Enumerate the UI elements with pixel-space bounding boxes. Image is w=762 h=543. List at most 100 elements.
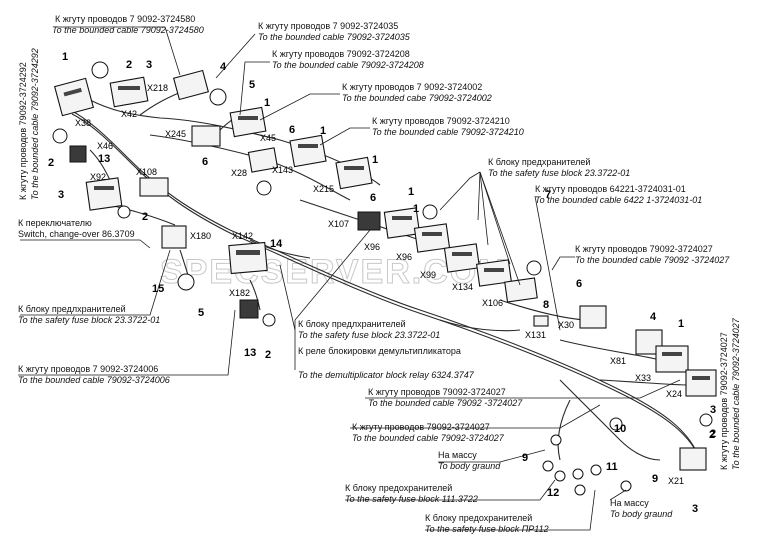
connector-label-x218: X218 bbox=[147, 83, 168, 93]
callout-13-en: To the bounded cable 79092-3724006 bbox=[18, 375, 170, 385]
connector-label-x134: X134 bbox=[452, 282, 473, 292]
number-2c: 2 bbox=[142, 211, 148, 223]
connector-label-x96a: X96 bbox=[364, 242, 380, 252]
callout-6-en: To the safety fuse block 23.3722-01 bbox=[488, 168, 630, 178]
number-2b: 2 bbox=[48, 157, 54, 169]
connector-x28 bbox=[247, 147, 279, 173]
number-4b: 4 bbox=[650, 311, 657, 323]
connector-x92 bbox=[85, 177, 123, 211]
vertical-left-ru: К жгуту проводов 79092-3724292 bbox=[18, 62, 28, 200]
number-12: 12 bbox=[547, 487, 559, 499]
connector-x106b bbox=[504, 277, 538, 303]
connector-label-x215: X215 bbox=[313, 184, 334, 194]
number-15: 15 bbox=[152, 283, 164, 295]
vertical-right-en: To the bounded cable 79092-3724027 bbox=[731, 317, 741, 470]
number-7a: 7 bbox=[545, 189, 551, 201]
callout-8-ru: К жгуту проводов 79092-3724027 bbox=[575, 244, 713, 254]
connector-label-x92: X92 bbox=[90, 172, 106, 182]
connector-label-x245: X245 bbox=[165, 129, 186, 139]
callout-15-ru: К жгуту проводов 79092-3724027 bbox=[352, 422, 490, 432]
callout-14-ru: К жгуту проводов 79092-3724027 bbox=[368, 387, 506, 397]
connector-label-x28: X28 bbox=[231, 168, 247, 178]
number-5a: 5 bbox=[249, 79, 255, 91]
number-8: 8 bbox=[543, 299, 549, 311]
callout-7-en: To the bounded cable 6422 1-3724031-01 bbox=[535, 195, 702, 205]
connector-x131 bbox=[533, 315, 549, 327]
connector-label-x108: X108 bbox=[136, 167, 157, 177]
connector-label-x42: X42 bbox=[121, 109, 137, 119]
number-2e: 2 bbox=[710, 428, 716, 440]
connector-x30 bbox=[579, 305, 607, 329]
connector-label-x33: X33 bbox=[635, 373, 651, 383]
number-1e: 1 bbox=[408, 186, 414, 198]
connector-x108 bbox=[139, 177, 169, 197]
connector-label-x143: X143 bbox=[272, 165, 293, 175]
callout-18-en: To the safety fuse block ПР112 bbox=[425, 524, 549, 534]
callout-17-en: To the safety fuse block 111.3722 bbox=[345, 494, 478, 504]
callout-16-ru: На массу bbox=[438, 450, 477, 460]
number-3a: 3 bbox=[146, 59, 152, 71]
callout-8-en: To the bounded cable 79092 -3724027 bbox=[575, 255, 730, 265]
number-6d: 6 bbox=[576, 278, 582, 290]
callout-6-ru: К блоку предхранителей bbox=[488, 157, 590, 167]
connector-label-x30: X30 bbox=[558, 320, 574, 330]
callout-16-en: To body graund bbox=[438, 461, 501, 471]
callout-3-en: To the bounded cable 79092-3724208 bbox=[272, 60, 424, 70]
connector-x96 bbox=[383, 207, 421, 239]
vertical-left-en: To the bounded cable 79092-3724292 bbox=[30, 48, 40, 200]
callout-1-ru: К жгуту проводов 7 9092-3724580 bbox=[55, 14, 195, 24]
connector-x33 bbox=[655, 345, 689, 373]
callout-10-en: To the safety fuse block 23.3722-01 bbox=[18, 315, 160, 325]
connector-label-x107: X107 bbox=[328, 219, 349, 229]
number-3b: 3 bbox=[58, 189, 64, 201]
connector-label-x180: X180 bbox=[190, 231, 211, 241]
callout-4-en: To the bounded cabe 79092-3724002 bbox=[342, 93, 492, 103]
number-2d: 2 bbox=[265, 349, 271, 361]
connector-label-x182: X182 bbox=[229, 288, 250, 298]
vertical-right-ru: К жгуту проводов 79092-3724027 bbox=[719, 332, 729, 470]
connector-x46 bbox=[69, 145, 87, 163]
terminal-circles bbox=[52, 61, 713, 496]
callout-1-en: To the bounded cable 79092-3724580 bbox=[52, 25, 204, 35]
connector-x215 bbox=[335, 156, 373, 190]
callout-14-en: To the bounded cable 79092 -3724027 bbox=[368, 398, 523, 408]
connector-x134 bbox=[443, 243, 481, 273]
connector-label-x24: X24 bbox=[666, 389, 682, 399]
connector-x24 bbox=[685, 369, 717, 397]
number-3d: 3 bbox=[692, 503, 698, 515]
connector-label-x81: X81 bbox=[610, 356, 626, 366]
connector-x245 bbox=[191, 125, 221, 147]
callout-2-en: To the bounded cable 79092-3724035 bbox=[258, 32, 411, 42]
number-6c: 6 bbox=[370, 192, 376, 204]
number-9b: 9 bbox=[652, 473, 658, 485]
number-3c: 3 bbox=[710, 404, 716, 416]
connector-label-x99: X99 bbox=[420, 270, 436, 280]
connector-x180 bbox=[161, 225, 187, 249]
connector-x107 bbox=[357, 211, 381, 231]
number-6b: 6 bbox=[289, 124, 295, 136]
callout-13-ru: К жгуту проводов 7 9092-3724006 bbox=[18, 364, 158, 374]
connector-x99 bbox=[413, 223, 451, 253]
callout-7-ru: К жгуту проводов 64221-3724031-01 bbox=[535, 184, 686, 194]
number-9a: 9 bbox=[522, 452, 528, 464]
callout-15-en: To the bounded cable 79092-3724027 bbox=[352, 433, 505, 443]
connector-x142 bbox=[228, 241, 268, 275]
number-1g: 1 bbox=[678, 318, 684, 330]
callout-10-ru: К блоку предлхранителей bbox=[18, 304, 126, 314]
connector-label-x131: X131 bbox=[525, 330, 546, 340]
number-6a: 6 bbox=[202, 156, 208, 168]
connector-x106 bbox=[476, 259, 512, 287]
callout-19-ru: На массу bbox=[610, 498, 649, 508]
number-13a: 13 bbox=[98, 153, 110, 165]
number-1a: 1 bbox=[62, 51, 68, 63]
connector-label-x96b: X96 bbox=[396, 252, 412, 262]
callout-18-ru: К блоку предохранителей bbox=[425, 513, 532, 523]
number-11: 11 bbox=[606, 461, 618, 473]
callout-19-en: To body graund bbox=[610, 509, 673, 519]
callout-12-ru: К реле блокировки демультипликатора bbox=[298, 346, 461, 356]
leader-lines bbox=[18, 26, 681, 531]
callout-12-en: To the demultiplicator block relay 6324.… bbox=[298, 370, 475, 380]
number-1f: 1 bbox=[413, 203, 419, 215]
